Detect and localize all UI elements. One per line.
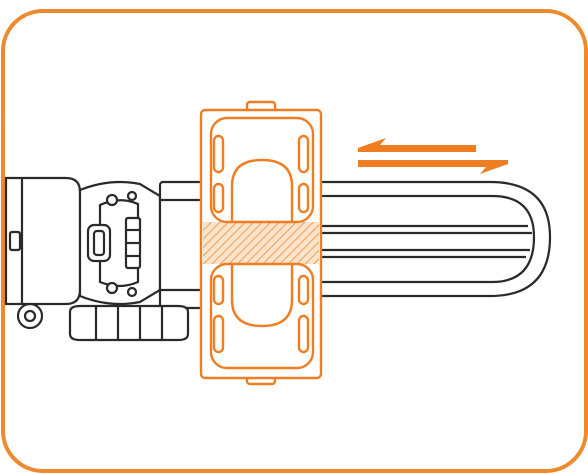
double-arrow-left-right-icon (358, 138, 508, 174)
ball-joint-icon (78, 180, 204, 310)
tightening-knob (68, 304, 190, 342)
telescopic-arm (320, 180, 552, 298)
phone-clamp-icon (199, 100, 323, 386)
hatched-band (203, 222, 319, 264)
